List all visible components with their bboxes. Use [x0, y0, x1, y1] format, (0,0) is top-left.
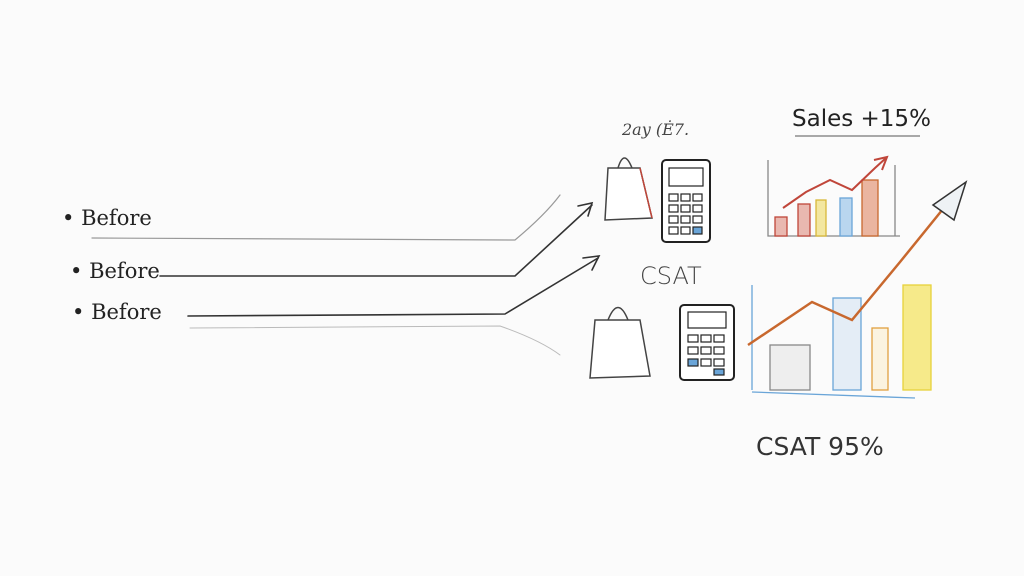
bar [871, 327, 889, 391]
csat-chart-caption: CSAT 95% [756, 432, 884, 461]
sales-chart-title: Sales +15% [792, 106, 931, 132]
bar [797, 203, 811, 237]
bullet-label: Before [81, 206, 152, 230]
shopping-bag-icon [589, 306, 651, 379]
trend-arrow [747, 187, 961, 347]
flow-line-3 [187, 257, 599, 317]
bar [769, 344, 811, 391]
bar [839, 197, 853, 237]
calculator-icon [661, 159, 711, 243]
calculator-icon [679, 304, 735, 381]
bullet-item: • Before [70, 259, 160, 283]
bullet-item: • Before [72, 300, 162, 324]
scribble-note: 2ay (Ė7. [622, 120, 690, 139]
bullet-item: • Before [62, 206, 152, 230]
bar [832, 297, 862, 391]
bar [861, 179, 879, 237]
bullet-label: Before [89, 259, 160, 283]
shopping-bag-icon [604, 157, 653, 221]
sales-bar-chart [767, 135, 920, 237]
csat-bar-chart [747, 180, 968, 399]
flow-line-faint [189, 325, 561, 356]
bullet-label: Before [91, 300, 162, 324]
arrowhead-1 [577, 201, 594, 217]
csat-label: CSAT [640, 262, 702, 290]
bar [902, 284, 932, 391]
arrowhead-2 [582, 255, 601, 271]
flow-line-1 [91, 194, 561, 241]
bar [774, 216, 788, 237]
bar [815, 199, 827, 237]
flow-line-2 [159, 204, 593, 277]
trend-arrow [782, 157, 887, 209]
